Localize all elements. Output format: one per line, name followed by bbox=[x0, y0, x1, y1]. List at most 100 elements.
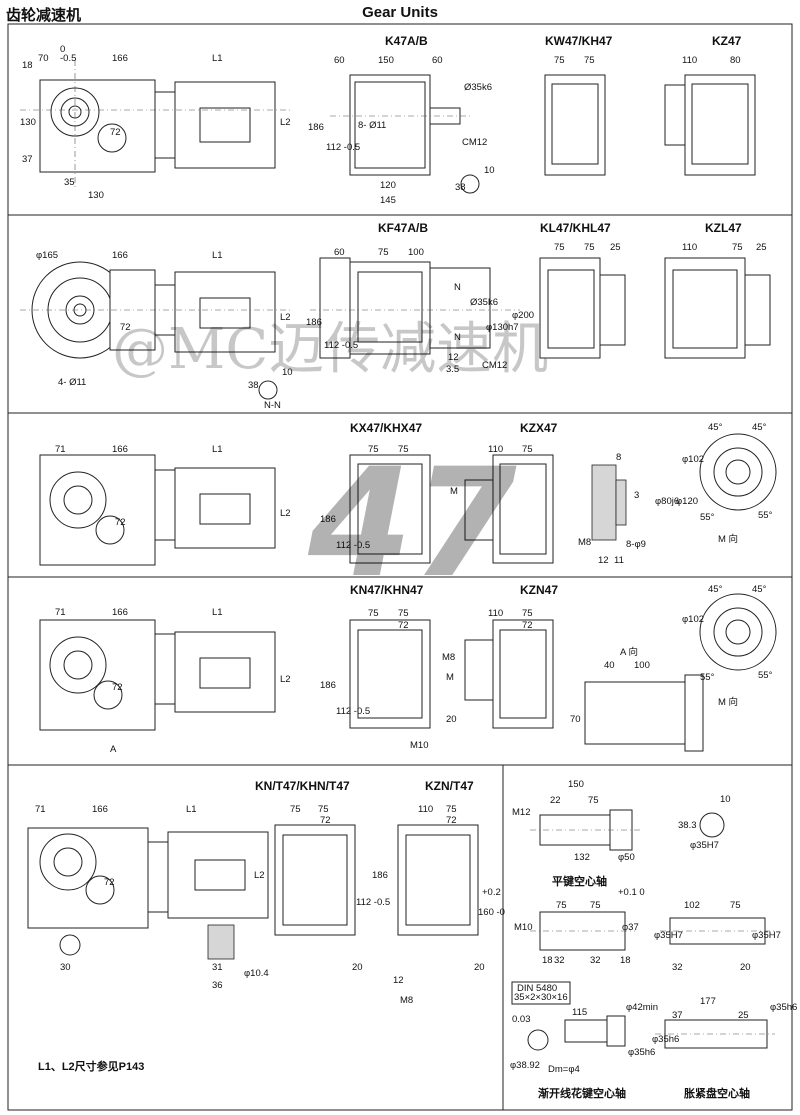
frame-size-badge: 47 bbox=[307, 437, 517, 611]
dim-label: 72 bbox=[446, 815, 457, 826]
dim-label: 75 bbox=[368, 444, 379, 455]
dim-label: 45° bbox=[708, 584, 723, 595]
dim-label: 186 bbox=[320, 680, 336, 691]
dim-label: 18 bbox=[542, 955, 553, 966]
dim-label: 75 bbox=[554, 55, 565, 66]
flange-m-view bbox=[699, 593, 777, 671]
dim-label: 112 -0.5 bbox=[356, 897, 390, 908]
dim-label: φ35h6 bbox=[628, 1047, 655, 1058]
dim-label: 37 bbox=[22, 154, 33, 165]
dim-label: 72 bbox=[110, 127, 121, 138]
dim-label: Ø35k6 bbox=[470, 297, 498, 308]
dim-label: M 向 bbox=[718, 533, 738, 545]
dim-label: 32 bbox=[590, 955, 601, 966]
dim-label: 0 bbox=[60, 44, 65, 55]
keyed-hollow-shaft-dims: 150 22 75 M12 φ50 132 10 38.3 φ35H7 bbox=[512, 779, 731, 863]
dim-label: 186 bbox=[306, 317, 322, 328]
dim-label: N bbox=[454, 332, 461, 343]
dim-label: 112 -0.5 bbox=[336, 540, 370, 551]
dim-label: 38 bbox=[248, 380, 259, 391]
dim-label: 32 bbox=[554, 955, 565, 966]
dim-label: 45° bbox=[752, 584, 767, 595]
kl47-view bbox=[539, 257, 626, 359]
dim-label: 10 bbox=[484, 165, 495, 176]
dim-label: 100 bbox=[408, 247, 424, 258]
dim-label: N bbox=[454, 282, 461, 293]
dim-label: 112 -0.5 bbox=[336, 706, 370, 717]
dim-label: 72 bbox=[120, 322, 131, 333]
spline-shaft-dims: 75 75 M10 φ37 +0.1 0 18 32 32 18 bbox=[514, 887, 645, 966]
kzn47-view bbox=[464, 619, 554, 729]
kf47-side-view bbox=[20, 261, 290, 400]
dim-label: 72 bbox=[112, 682, 123, 693]
dim-label: 110 bbox=[682, 242, 697, 253]
dim-label: 31 bbox=[212, 962, 223, 973]
dim-label: 36 bbox=[212, 980, 223, 991]
dim-label: 186 bbox=[372, 870, 388, 881]
dim-label: 10 bbox=[282, 367, 293, 378]
dim-label: 3 bbox=[634, 490, 639, 501]
dim-label: 38.3 bbox=[678, 820, 697, 831]
dim-label: 72 bbox=[104, 877, 115, 888]
dim-label: L1 bbox=[212, 250, 223, 261]
keyed-hollow-shaft-caption: 平键空心轴 bbox=[552, 874, 607, 888]
dim-label: 38 bbox=[455, 182, 466, 193]
dim-label: 110 bbox=[488, 444, 503, 455]
dim-label: M10 bbox=[514, 922, 532, 933]
sheet-frame bbox=[7, 23, 793, 1111]
dim-label: CM12 bbox=[482, 360, 507, 371]
dim-label: 40 bbox=[604, 660, 615, 671]
dim-label: 22 bbox=[550, 795, 561, 806]
dim-label: 75 bbox=[522, 444, 533, 455]
dim-label: 160 -0 bbox=[478, 907, 505, 918]
dim-label: L1 bbox=[212, 53, 223, 64]
dim-label: 71 bbox=[35, 804, 46, 815]
dim-label: 8- Ø11 bbox=[358, 120, 386, 131]
dim-label: 110 bbox=[682, 55, 697, 66]
dim-label: M 向 bbox=[718, 696, 738, 708]
dim-label: 75 bbox=[378, 247, 389, 258]
kn47-front-view bbox=[349, 619, 431, 729]
kz47-view bbox=[664, 74, 756, 176]
dim-label: 72 bbox=[398, 620, 409, 631]
involute-spline-shaft-caption: 渐开线花键空心轴 bbox=[538, 1086, 626, 1100]
dim-label: φ10.4 bbox=[244, 968, 269, 979]
spline-shaft-drawing bbox=[530, 911, 635, 951]
dim-label: 166 bbox=[112, 607, 128, 618]
dim-label: M8 bbox=[442, 652, 455, 663]
dim-label: M12 bbox=[512, 807, 530, 818]
watermark-text: @MC迈传减速机 bbox=[112, 317, 548, 382]
dim-label: 71 bbox=[55, 444, 66, 455]
dim-label: 166 bbox=[112, 444, 128, 455]
dim-label: 25 bbox=[610, 242, 621, 253]
spline-spec-label: 35×2×30×16 bbox=[514, 992, 568, 1003]
dim-label: +0.2 bbox=[482, 887, 501, 898]
dim-label: 55° bbox=[700, 672, 715, 683]
kx47-side-view bbox=[39, 454, 276, 566]
section1-title: KZ47 bbox=[712, 34, 742, 48]
dim-label: 71 bbox=[55, 607, 66, 618]
dim-label: 60 bbox=[432, 55, 443, 66]
dim-label: φ102 bbox=[682, 614, 704, 625]
dim-label: 120 bbox=[380, 180, 396, 191]
dim-label: 30 bbox=[60, 962, 71, 973]
kx47-front-view bbox=[349, 454, 431, 564]
dim-label: 75 bbox=[584, 242, 595, 253]
dim-label: 18 bbox=[620, 955, 631, 966]
kn47-side-view bbox=[39, 619, 276, 731]
kzl47-view bbox=[664, 257, 771, 359]
dim-label: 110 bbox=[488, 608, 503, 619]
dim-label: 0.03 bbox=[512, 1014, 531, 1025]
dim-label: 166 bbox=[92, 804, 108, 815]
dim-label: 20 bbox=[474, 962, 485, 973]
dim-label: 18 bbox=[22, 60, 33, 71]
section3-title: KZX47 bbox=[520, 421, 558, 435]
dim-label: 8 bbox=[616, 452, 621, 463]
dim-label: L1 bbox=[186, 804, 197, 815]
dim-label: 130 bbox=[88, 190, 104, 201]
dim-label: φ165 bbox=[36, 250, 58, 261]
dim-label: 45° bbox=[708, 422, 723, 433]
shrink-disc-shaft-dims: 177 37 25 φ35h6 φ35h6 bbox=[652, 996, 797, 1045]
dimension-reference-note: L1、L2尺寸参见P143 bbox=[38, 1059, 144, 1073]
